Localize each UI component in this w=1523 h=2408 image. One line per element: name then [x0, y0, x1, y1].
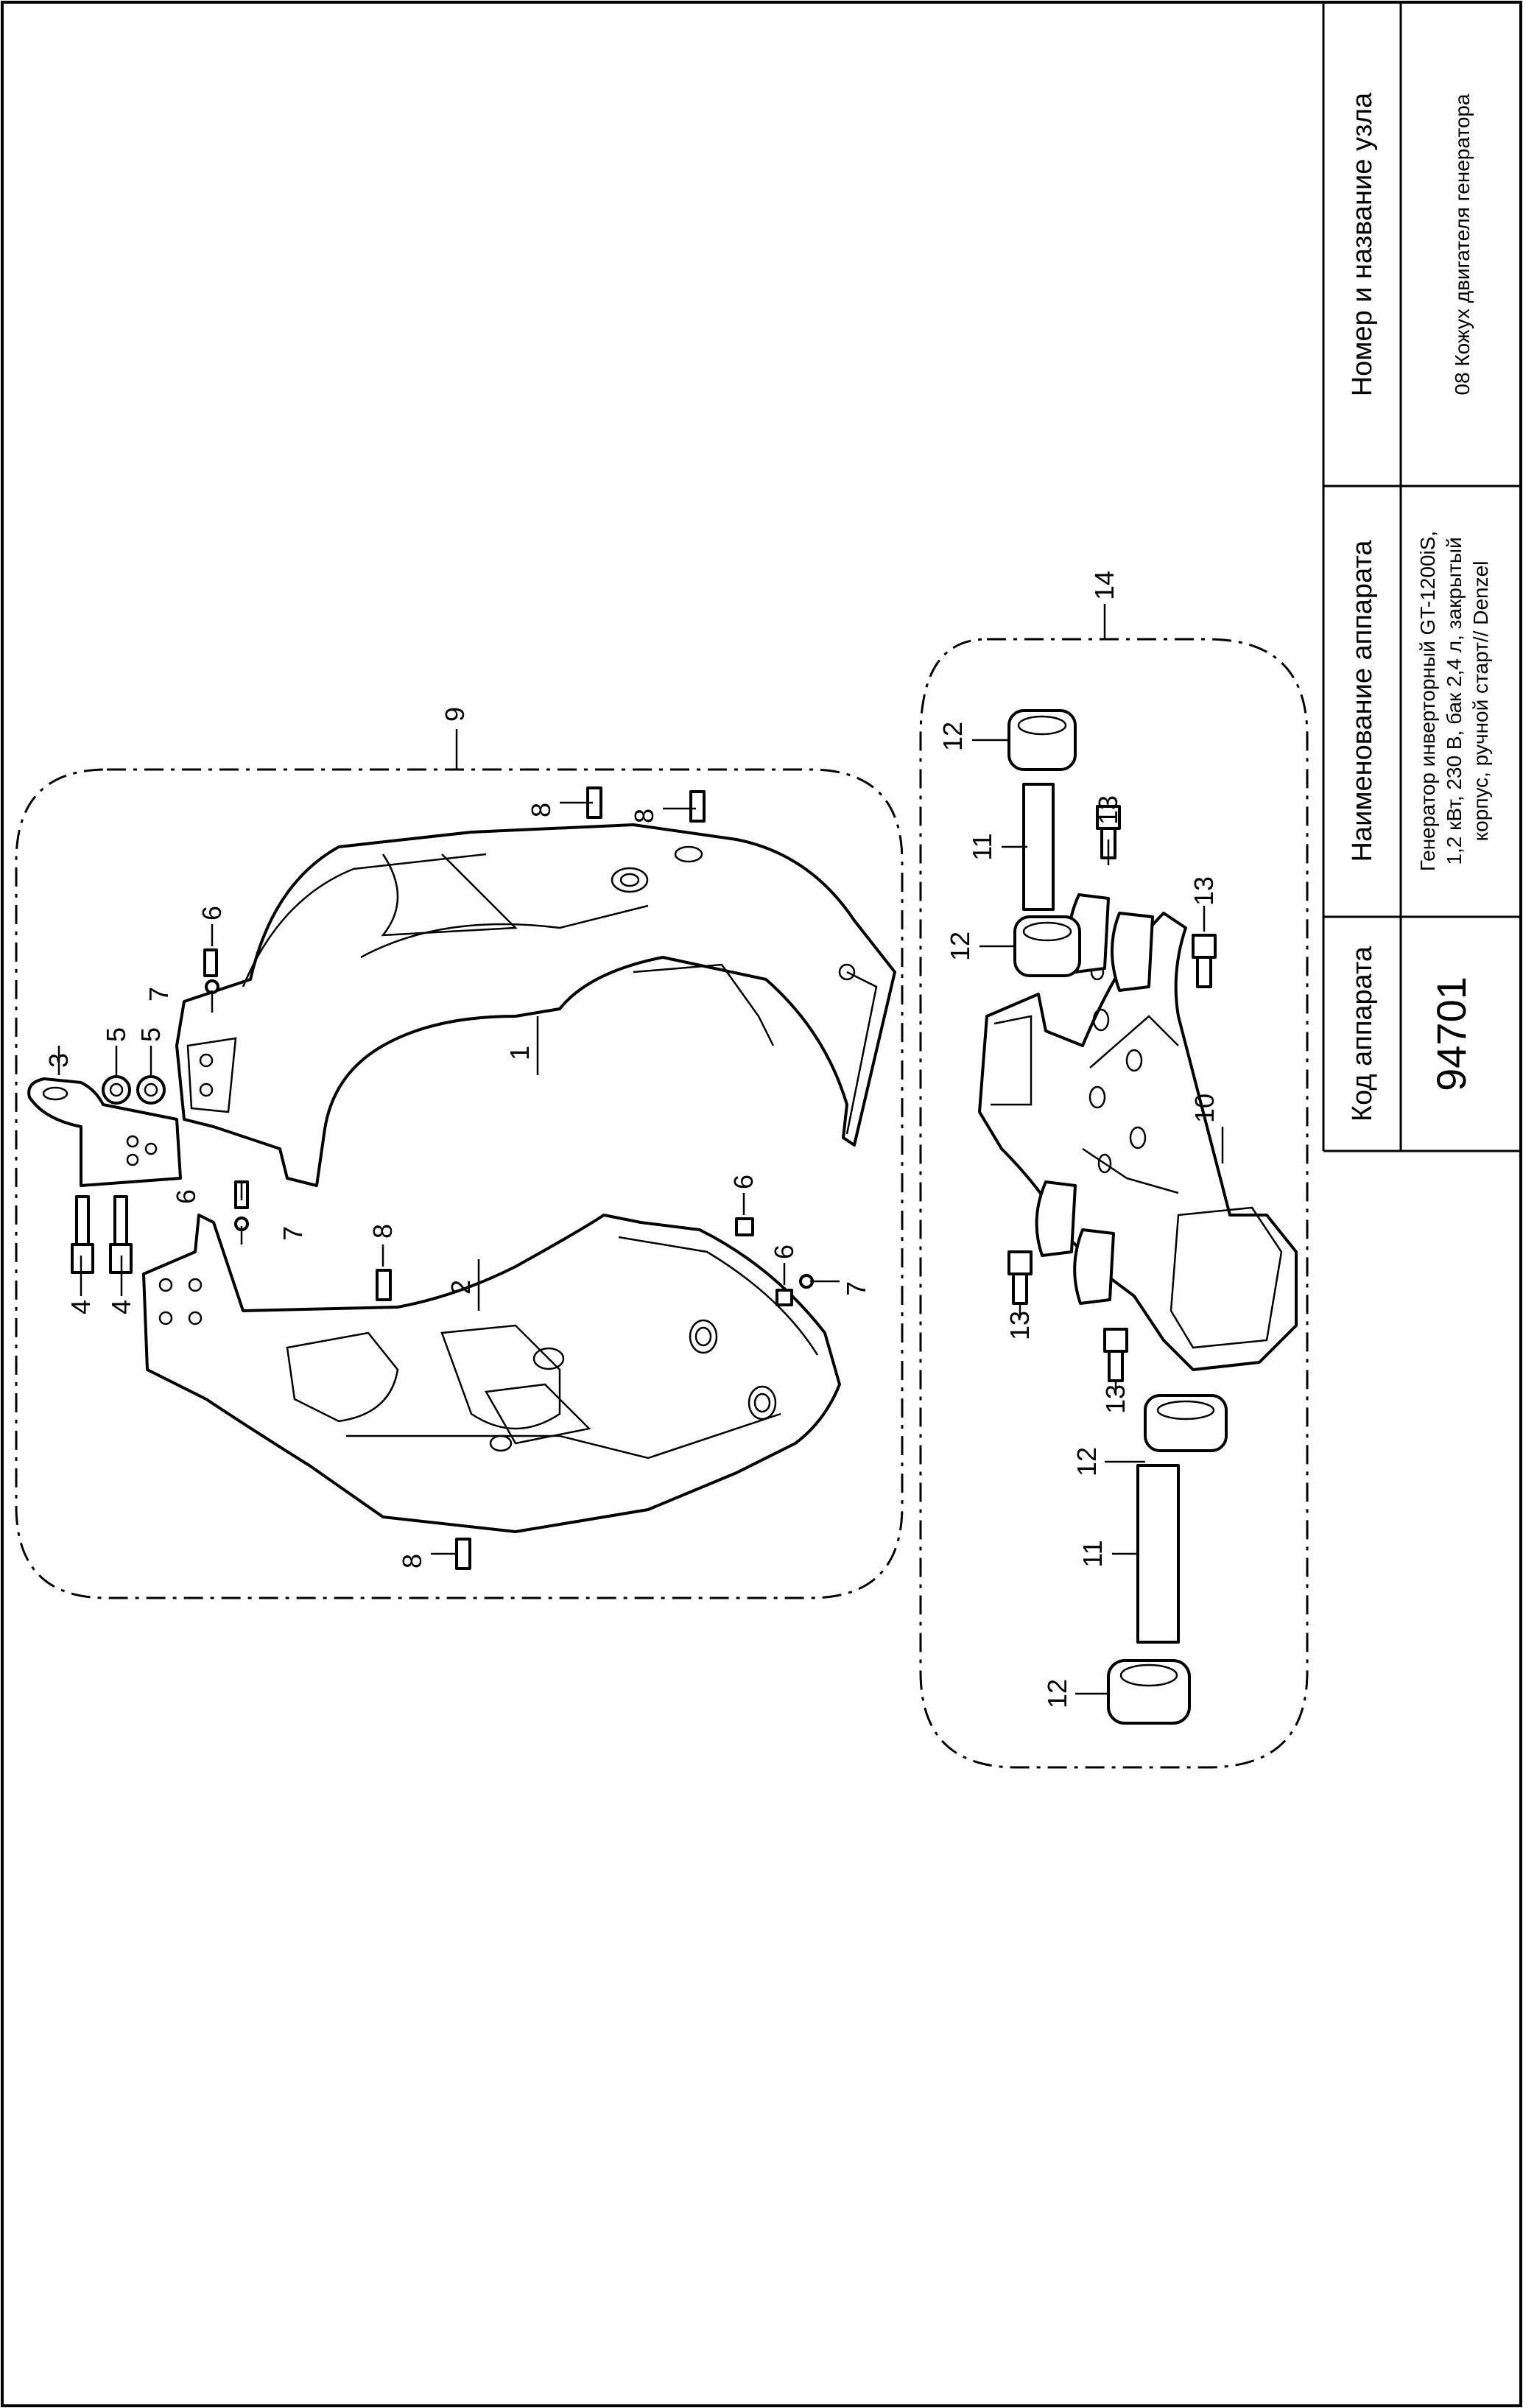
- engine-cover-upper: [175, 823, 896, 1187]
- callout-5a: 5: [101, 1027, 131, 1042]
- callout-12b: 12: [945, 932, 975, 961]
- callout-7a: 7: [144, 987, 174, 1001]
- code-value: 94701: [1428, 976, 1474, 1091]
- name-header: Наименование аппарата: [1347, 540, 1378, 862]
- leaders-group-9: [57, 729, 840, 1555]
- fasteners-group-9: [71, 786, 814, 1570]
- callout-2: 2: [446, 1280, 476, 1295]
- bolts-13: [1007, 805, 1217, 1382]
- bracket-3: [27, 1077, 182, 1187]
- unit-header: Номер и название узла: [1347, 92, 1378, 396]
- callout-9: 9: [440, 707, 470, 722]
- bushings: [1007, 709, 1228, 1725]
- name-line-2: 1,2 кВт, 230 В, бак 2,4 л, закрытый: [1443, 537, 1466, 865]
- callout-12c: 12: [1072, 1447, 1102, 1476]
- callout-6c: 6: [728, 1175, 759, 1189]
- code-header: Код аппарата: [1347, 946, 1378, 1122]
- callout-8c: 8: [367, 1224, 398, 1239]
- group-14-dashed-outline: [919, 638, 1309, 1769]
- callout-8d: 8: [397, 1554, 427, 1569]
- callout-10: 10: [1189, 1094, 1220, 1123]
- name-line-3: корпус, ручной старт// Denzel: [1469, 561, 1492, 842]
- callout-6a: 6: [197, 906, 227, 920]
- mount-frame: [978, 893, 1298, 1371]
- title-block: Код аппарата 94701 Наименование аппарата…: [1322, 2, 1521, 1152]
- callout-1: 1: [504, 1046, 535, 1060]
- callout-11b: 11: [1077, 1540, 1108, 1567]
- callout-12d: 12: [1042, 1679, 1072, 1708]
- callout-14: 14: [1089, 571, 1119, 600]
- callout-6b: 6: [171, 1189, 201, 1204]
- callout-4a: 4: [66, 1300, 96, 1314]
- callout-7c: 7: [841, 1281, 871, 1296]
- callout-4b: 4: [106, 1300, 136, 1314]
- callout-8a: 8: [526, 803, 556, 817]
- callout-13b: 13: [1189, 876, 1219, 906]
- callout-7b: 7: [278, 1226, 308, 1241]
- callout-5b: 5: [136, 1027, 166, 1042]
- name-line-1: Генератор инверторный GT-1200iS,: [1416, 531, 1439, 871]
- callouts-group-9: 9 1 2 3 4 4 5 5 6 6 6 6 7 7 7 8 8 8 8: [43, 707, 871, 1569]
- callout-13c: 13: [1005, 1311, 1035, 1340]
- group-9-dashed-outline: [15, 768, 904, 1599]
- callout-11a: 11: [967, 833, 997, 860]
- callout-3: 3: [43, 1053, 74, 1068]
- callouts-group-14: 14 10 12 12 12 12 11 11 13 13 13 13: [938, 571, 1220, 1708]
- callout-13d: 13: [1100, 1384, 1130, 1414]
- callout-12a: 12: [938, 722, 968, 751]
- callout-6d: 6: [769, 1245, 799, 1259]
- engine-cover-lower: [142, 1214, 841, 1533]
- callout-13a: 13: [1093, 795, 1123, 825]
- unit-value: 08 Кожух двигателя генератора: [1451, 94, 1474, 395]
- callout-8b: 8: [629, 809, 659, 823]
- leaders-group-14: [972, 604, 1224, 1695]
